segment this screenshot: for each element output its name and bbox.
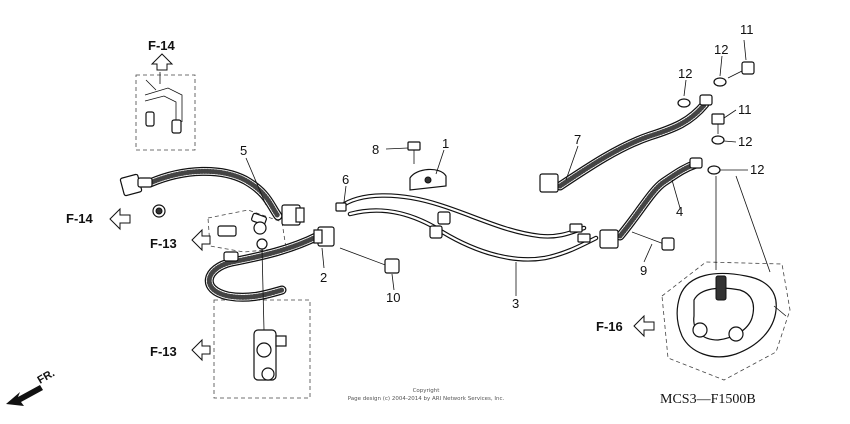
callout-7: 7 — [574, 132, 581, 147]
ref-f14-top[interactable]: F-14 — [148, 38, 176, 53]
callout-5: 5 — [240, 143, 247, 158]
front-direction-arrow: FR. — [6, 367, 57, 406]
arrow-left-f13-lower — [191, 338, 211, 362]
caliper — [676, 272, 787, 358]
ref-f13-lower[interactable]: F-13 — [150, 344, 177, 359]
callout-6: 6 — [342, 172, 349, 187]
detail-box-f16 — [661, 261, 791, 381]
front-label: FR. — [36, 367, 57, 386]
clamp-1 — [409, 168, 447, 191]
bolts-11 — [711, 61, 755, 134]
leader-lines — [159, 39, 748, 296]
rear-master-cylinder — [253, 329, 287, 381]
callout-2: 2 — [320, 270, 327, 285]
callout-12-b: 12 — [714, 42, 728, 57]
arrow-left-f14 — [109, 207, 131, 231]
arrow-left-f16 — [633, 314, 655, 338]
callout-10: 10 — [386, 290, 400, 305]
ref-f16[interactable]: F-16 — [596, 319, 623, 334]
hose-lower-left — [204, 212, 323, 331]
f14-fittings — [144, 79, 183, 134]
bolt-8 — [407, 141, 421, 164]
callout-12-d: 12 — [750, 162, 764, 177]
callout-11-top: 11 — [740, 22, 754, 37]
callout-11-mid: 11 — [738, 102, 752, 117]
callout-12-a: 12 — [678, 66, 692, 81]
clamp-left — [281, 204, 335, 247]
bolt-10 — [339, 247, 400, 274]
callout-12-c: 12 — [738, 134, 752, 149]
copyright-line-1: Copyright — [413, 388, 441, 394]
copyright-line-2: Page design (c) 2004-2014 by ARI Network… — [348, 396, 505, 402]
ref-f13-upper[interactable]: F-13 — [150, 236, 177, 251]
detail-box-f14 — [135, 74, 196, 151]
hose-4 — [599, 157, 703, 249]
ref-f14-left[interactable]: F-14 — [66, 211, 94, 226]
hose-5 — [119, 166, 283, 221]
brake-pipe-3 — [335, 193, 599, 262]
detail-box-f13-lower — [213, 299, 311, 399]
callout-8: 8 — [372, 142, 379, 157]
arrow-up-f14 — [150, 53, 174, 71]
hose-7 — [539, 94, 713, 193]
callout-3: 3 — [512, 296, 519, 311]
callout-1: 1 — [442, 136, 449, 151]
diagram-code: MCS3—F1500B — [660, 392, 756, 407]
arrow-left-f13-upper — [191, 228, 211, 252]
callout-9: 9 — [640, 263, 647, 278]
callout-4: 4 — [676, 204, 683, 219]
bolt-9 — [631, 231, 675, 251]
f13-upper-fitting — [217, 221, 267, 237]
